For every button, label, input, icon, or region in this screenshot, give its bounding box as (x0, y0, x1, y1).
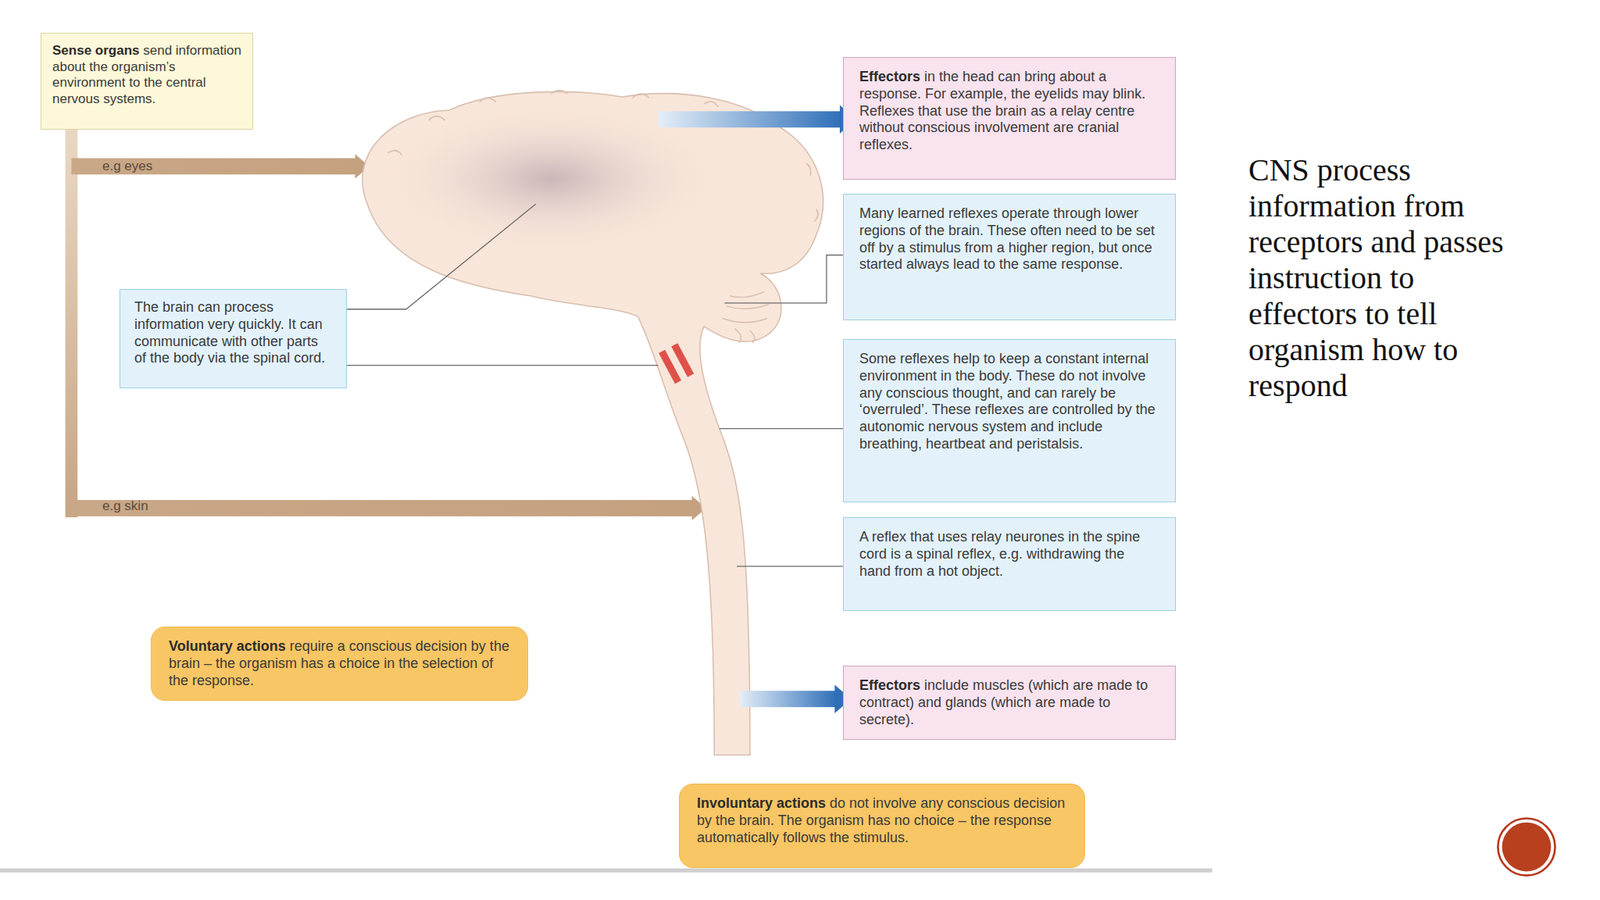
box-text: The brain can process information very q… (134, 299, 325, 366)
box-text: Some reflexes help to keep a constant in… (859, 350, 1156, 452)
side-note: CNS process information from receptors a… (1248, 152, 1507, 404)
slide-badge (1497, 817, 1555, 875)
action-box: Involuntary actionsdo not involve any co… (678, 783, 1086, 868)
effector-arrows (657, 105, 856, 714)
leader-lines (346, 203, 843, 567)
brain-box: The brain can process information very q… (119, 289, 347, 389)
action-box: Voluntary actionsrequire a conscious dec… (150, 626, 529, 701)
bottom-rule (0, 867, 1213, 872)
box-text: Many learned reflexes operate through lo… (859, 205, 1155, 272)
box-heading: Voluntary actions (168, 638, 286, 654)
reflex-box: Many learned reflexes operate through lo… (842, 193, 1176, 321)
effector-box: Effectorsin the head can bring about a r… (842, 57, 1176, 180)
box-heading: Sense organs (52, 42, 140, 58)
box-text: A reflex that uses relay neurones in the… (859, 528, 1140, 579)
effector-box: Effectorsinclude muscles (which are made… (842, 665, 1176, 740)
reflex-box: Some reflexes help to keep a constant in… (842, 339, 1176, 503)
example-label: e.g skin (102, 498, 228, 515)
sense-box: Sense organssend information about the o… (40, 32, 254, 130)
example-label: e.g eyes (102, 158, 228, 175)
reflex-box: A reflex that uses relay neurones in the… (842, 517, 1176, 611)
box-heading: Effectors (859, 68, 921, 85)
box-heading: Effectors (859, 677, 921, 693)
box-heading: Involuntary actions (696, 795, 826, 811)
